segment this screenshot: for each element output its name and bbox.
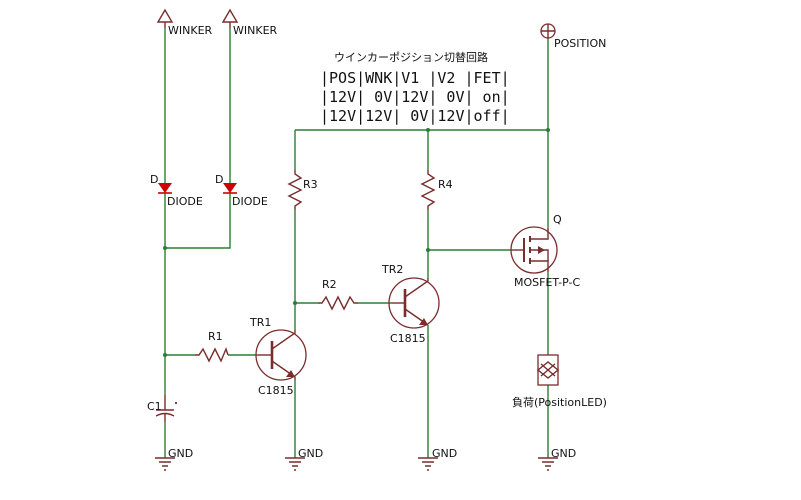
- wires: [164, 28, 549, 458]
- r1-label: R1: [208, 330, 223, 343]
- resistor-r4: [420, 170, 436, 210]
- q-ref: Q: [553, 213, 562, 226]
- winker1-supply-symbol: [156, 8, 174, 28]
- transistor-tr2: [388, 277, 440, 329]
- diode2-value: DIODE: [232, 195, 268, 208]
- tr1-ref: TR1: [249, 316, 271, 329]
- c1-label: C1: [147, 400, 162, 413]
- position-supply-symbol: [540, 23, 556, 39]
- r4-label: R4: [438, 178, 453, 191]
- junction-dots: [163, 128, 550, 357]
- truth-table-note: ウインカーポジション切替回路 |POS|WNK|V1 |V2 |FET| |12V…: [320, 10, 510, 126]
- truth-table-row: |POS|WNK|V1 |V2 |FET|: [320, 69, 510, 87]
- resistor-r3: [287, 170, 303, 210]
- tr1-value: C1815: [258, 384, 294, 397]
- r2-label: R2: [322, 278, 337, 291]
- gnd2-label: GND: [298, 447, 323, 460]
- position-label: POSITION: [554, 37, 606, 50]
- r3-label: R3: [303, 178, 318, 191]
- load-led: [536, 354, 560, 386]
- gnd3-label: GND: [432, 447, 457, 460]
- resistor-r1: [195, 347, 229, 363]
- circuit-title: ウインカーポジション切替回路: [334, 51, 488, 64]
- load-label: 負荷(PositionLED): [512, 396, 607, 409]
- diode1-value: DIODE: [167, 195, 203, 208]
- mosfet-q: [510, 226, 558, 274]
- diode2-ref: D: [215, 173, 223, 186]
- diode-1: [158, 183, 172, 194]
- winker1-label: WINKER: [168, 24, 213, 37]
- gnd4-label: GND: [551, 447, 576, 460]
- diode-2: [223, 183, 237, 194]
- truth-table-row: |12V|12V| 0V|12V|off|: [320, 107, 510, 125]
- winker2-supply-symbol: [221, 8, 239, 28]
- q-value: MOSFET-P-C: [514, 276, 580, 289]
- diode1-ref: D: [150, 173, 158, 186]
- tr2-ref: TR2: [381, 263, 403, 276]
- capacitor-c1: [155, 395, 177, 422]
- gnd1-label: GND: [168, 447, 193, 460]
- truth-table-row: |12V| 0V|12V| 0V| on|: [320, 88, 510, 106]
- ground-symbols: [155, 457, 558, 471]
- transistor-tr1: [255, 329, 307, 381]
- resistor-r2: [318, 295, 358, 311]
- winker2-label: WINKER: [233, 24, 278, 37]
- tr2-value: C1815: [390, 332, 426, 345]
